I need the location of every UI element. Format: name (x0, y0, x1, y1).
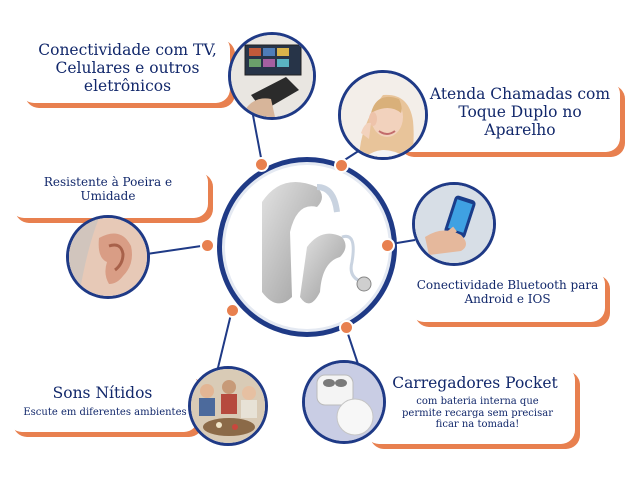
connector-dot (225, 303, 240, 318)
feature-card-dust (10, 168, 208, 218)
feature-card-charger (365, 366, 575, 444)
connector-dot (254, 157, 269, 172)
feature-subtitle-sound: Escute em diferentes ambientes (23, 407, 187, 418)
feature-title-tv: Conectividade com TV, Celulares e outros… (38, 41, 217, 95)
feature-title-sound: Sons Nítidos (52, 384, 153, 402)
feature-title-charger: Carregadores Pocket (392, 374, 558, 392)
feature-title-dust: Resistente à Poeira e Umidade (43, 175, 173, 203)
hearing-aid-hub (217, 157, 397, 337)
connector-dot (200, 238, 215, 253)
connector-dot (339, 320, 354, 335)
connector-dot (334, 158, 349, 173)
feature-subtitle-charger: com bateria interna que permite recarga … (402, 396, 553, 430)
feature-card-bluetooth (410, 270, 605, 322)
hearing-aid-icon (262, 182, 372, 304)
smartphone-hand-icon (412, 182, 496, 266)
ear-icon (66, 215, 150, 299)
feature-title-calls: Atenda Chamadas com Toque Duplo no Apare… (429, 85, 611, 139)
feature-card-tv (20, 35, 230, 103)
group-people-icon (188, 366, 268, 446)
tv-remote-icon (228, 32, 316, 120)
connector-dot (380, 238, 395, 253)
feature-card-calls (395, 80, 620, 152)
woman-ear-icon (338, 70, 428, 160)
feature-card-sound (8, 372, 198, 432)
feature-title-bluetooth: Conectividade Bluetooth para Android e I… (416, 278, 599, 306)
charger-case-icon (302, 360, 386, 444)
